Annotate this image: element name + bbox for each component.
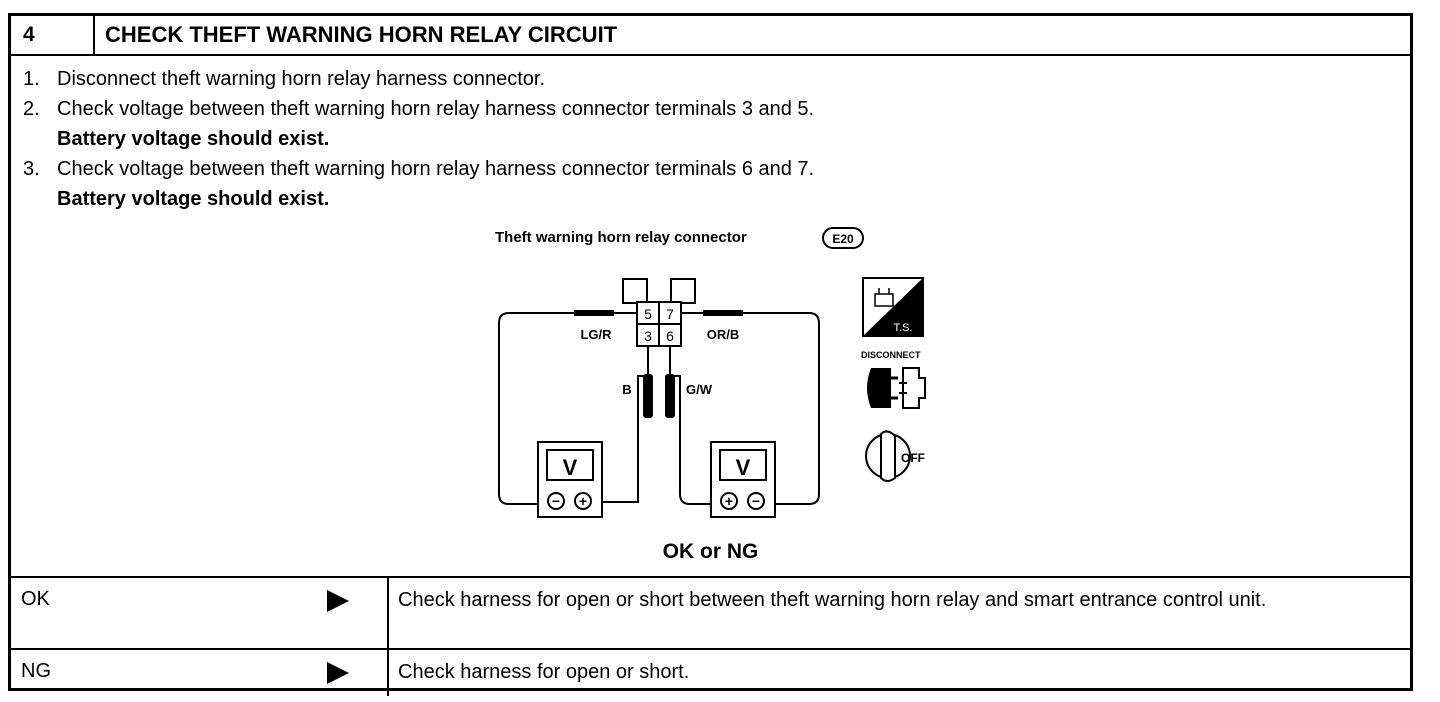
wire-label-lgr: LG/R — [580, 327, 612, 342]
ignition-off-icon: OFF — [865, 430, 925, 482]
tester-icon: T.S. — [862, 277, 924, 337]
tester-icon-label: T.S. — [894, 322, 913, 334]
instruction-step-1: 1.Disconnect theft warning horn relay ha… — [23, 68, 546, 90]
left-meter-plus: + — [579, 493, 587, 509]
instruction-step-2: 2.Check voltage between theft warning ho… — [23, 94, 814, 154]
column-divider — [387, 650, 389, 696]
right-meter-plus: + — [725, 493, 733, 509]
play-arrow-icon — [327, 662, 349, 684]
result-row-ok: OK Check harness for open or short betwe… — [11, 576, 1410, 650]
right-probe-tip-7 — [703, 310, 743, 316]
terminal-3: 3 — [644, 328, 652, 344]
svg-text:V: V — [736, 455, 751, 480]
diagram-caption: Theft warning horn relay connector — [495, 229, 747, 246]
right-probe-tip-6 — [665, 374, 675, 418]
disconnect-label: DISCONNECT — [861, 350, 921, 360]
terminal-7: 7 — [666, 306, 674, 322]
result-action-ng: Check harness for open or short. — [398, 661, 690, 683]
connector-id-badge — [822, 227, 864, 249]
wire-label-orb: OR/B — [707, 327, 740, 342]
instruction-list: 1.Disconnect theft warning horn relay ha… — [23, 64, 814, 214]
instruction-step-3: 3.Check voltage between theft warning ho… — [23, 154, 814, 214]
result-action-ok: Check harness for open or short between … — [398, 589, 1267, 611]
left-test-leads — [498, 312, 649, 505]
result-label-ng: NG — [21, 660, 51, 682]
left-probe-tip-5 — [574, 310, 614, 316]
right-voltmeter: V + − — [710, 441, 776, 518]
play-arrow-icon — [327, 590, 349, 612]
step-number: 4 — [11, 16, 95, 54]
step-3-requirement: Battery voltage should exist. — [57, 188, 330, 210]
right-test-leads — [669, 312, 820, 505]
left-probe-tip-3 — [643, 374, 653, 418]
left-meter-minus: − — [552, 493, 560, 509]
svg-text:V: V — [563, 455, 578, 480]
procedure-title: CHECK THEFT WARNING HORN RELAY CIRCUIT — [105, 22, 618, 47]
wire-label-b: B — [622, 382, 631, 397]
right-meter-minus: − — [752, 493, 760, 509]
result-question: OK or NG — [662, 540, 759, 563]
disconnect-icon: DISCONNECT — [861, 350, 926, 409]
procedure-header: 4 CHECK THEFT WARNING HORN RELAY CIRCUIT — [11, 16, 1410, 56]
connector-id: E20 — [832, 232, 854, 246]
ignition-off-label: OFF — [901, 451, 925, 465]
diagnostic-procedure-table: 4 CHECK THEFT WARNING HORN RELAY CIRCUIT… — [8, 13, 1413, 696]
terminal-5: 5 — [644, 306, 652, 322]
step-2-requirement: Battery voltage should exist. — [57, 128, 330, 150]
connector-diagram: Theft warning horn relay connector E20 5… — [495, 227, 926, 518]
result-label-ok: OK — [21, 588, 50, 610]
relay-connector — [622, 278, 696, 347]
result-row-ng: NG Check harness for open or short. — [11, 648, 1410, 696]
column-divider — [387, 578, 389, 650]
wire-label-gw: G/W — [686, 382, 713, 397]
terminal-6: 6 — [666, 328, 674, 344]
left-voltmeter: V − + — [537, 441, 603, 518]
